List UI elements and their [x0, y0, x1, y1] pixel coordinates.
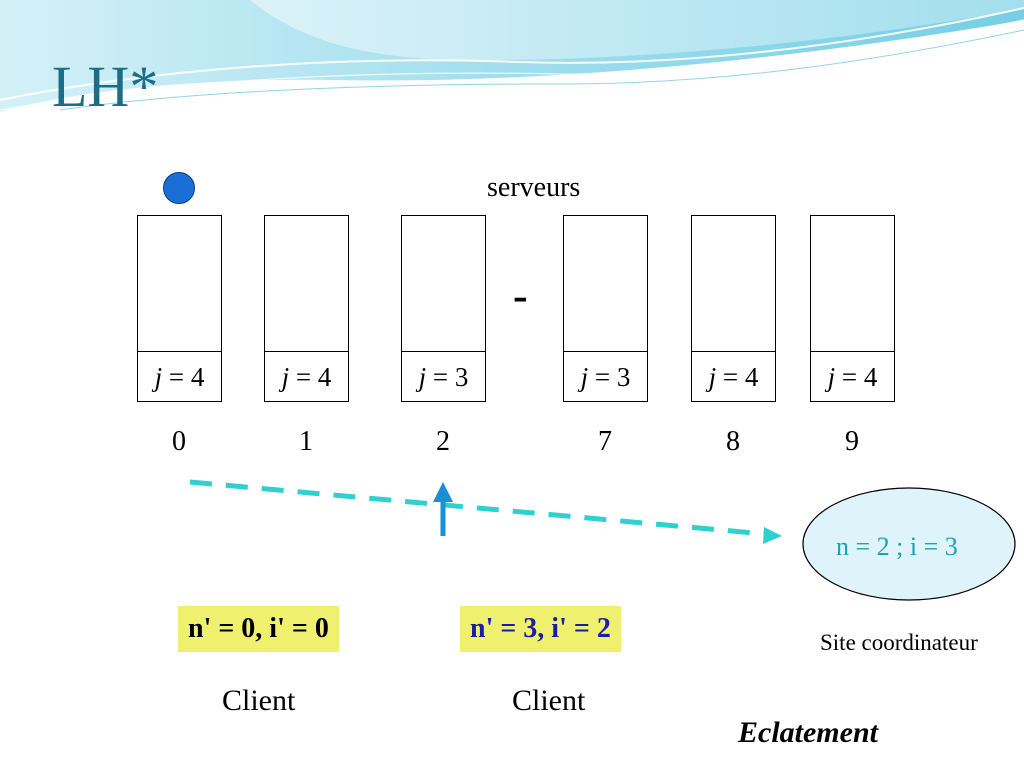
level-value: = 4: [162, 362, 205, 392]
server-level-0: j = 4: [137, 351, 222, 402]
level-var: j: [154, 362, 163, 392]
server-bucket-4: [691, 215, 776, 352]
server-bucket-0: [137, 215, 222, 352]
slide-title: LH*: [52, 54, 159, 119]
level-var: j: [580, 362, 589, 392]
ellipsis-dash: -: [513, 271, 528, 320]
level-value: = 4: [835, 362, 878, 392]
caption-eclatement: Eclatement: [738, 716, 878, 749]
server-index-5: 9: [845, 426, 859, 457]
coordinator-state: n = 2 ; i = 3: [836, 532, 958, 561]
client-1-image: n' = 0, i' = 0: [178, 606, 339, 652]
server-index-3: 7: [598, 426, 612, 457]
coordinator-label: Site coordinateur: [820, 630, 978, 655]
level-value: = 4: [716, 362, 759, 392]
server-bucket-1: [264, 215, 349, 352]
level-var: j: [281, 362, 290, 392]
level-value: = 3: [426, 362, 469, 392]
server-index-4: 8: [726, 426, 740, 457]
level-var: j: [827, 362, 836, 392]
client-2-label: Client: [512, 684, 586, 717]
server-level-5: j = 4: [810, 351, 895, 402]
server-bucket-3: [563, 215, 648, 352]
server-level-2: j = 3: [401, 351, 486, 402]
level-var: j: [708, 362, 717, 392]
level-value: = 4: [289, 362, 332, 392]
server-index-1: 1: [299, 426, 313, 457]
client-1-label: Client: [222, 684, 296, 717]
server-index-2: 2: [436, 426, 450, 457]
blue-circle-token: [163, 172, 195, 204]
level-var: j: [418, 362, 427, 392]
client-2-image: n' = 3, i' = 2: [460, 606, 621, 652]
server-index-0: 0: [172, 426, 186, 457]
server-level-4: j = 4: [691, 351, 776, 402]
level-value: = 3: [588, 362, 631, 392]
servers-label: serveurs: [487, 172, 581, 203]
server-bucket-2: [401, 215, 486, 352]
server-level-1: j = 4: [264, 351, 349, 402]
server-level-3: j = 3: [563, 351, 648, 402]
server-bucket-5: [810, 215, 895, 352]
